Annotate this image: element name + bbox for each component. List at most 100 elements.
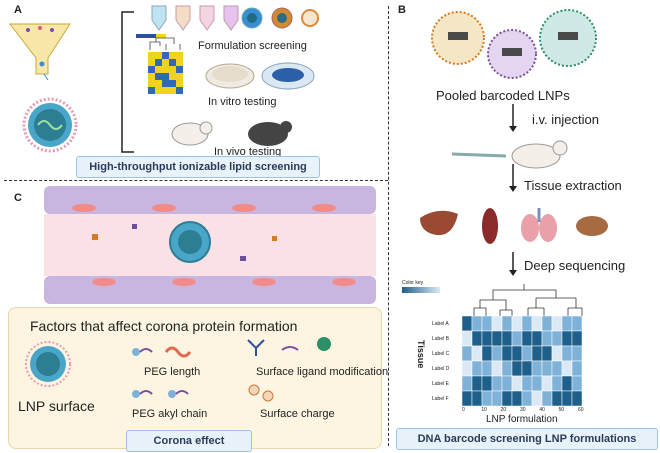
heatmap-cell <box>521 345 533 362</box>
heatmap-cell <box>481 360 493 377</box>
extraction-label: Tissue extraction <box>524 178 622 193</box>
heatmap-cell <box>481 375 493 392</box>
x-tick-label: 10 <box>481 407 487 413</box>
heatmap-cell <box>521 375 533 392</box>
heatmap-cell <box>481 345 493 362</box>
heatmap-cell <box>571 375 583 392</box>
heatmap-cell <box>491 330 503 347</box>
heatmap-cell <box>471 330 483 347</box>
organs-icon <box>420 208 608 244</box>
heatmap-cell <box>541 390 553 407</box>
heatmap-cell <box>531 375 543 392</box>
heatmap-cell <box>491 375 503 392</box>
heatmap-cell <box>551 390 563 407</box>
peg-chain-label: PEG akyl chain <box>132 408 208 420</box>
heatmap-cell <box>491 390 503 407</box>
heatmap-cell <box>571 345 583 362</box>
heatmap-cell <box>531 330 543 347</box>
heatmap-cell <box>531 345 543 362</box>
heatmap-cell <box>561 390 573 407</box>
small-heatmap <box>136 34 183 94</box>
x-tick-label: 40 <box>539 407 545 413</box>
row-label: Label E <box>432 380 449 387</box>
vertical-divider <box>388 6 389 446</box>
row-label: Label C <box>432 350 450 357</box>
heatmap-cell <box>511 360 523 377</box>
color-key-bar <box>402 287 440 293</box>
barcode-heatmap <box>461 315 583 407</box>
petri-dishes-icon <box>205 62 315 90</box>
mice-icon <box>171 121 292 146</box>
heatmap-cell <box>491 360 503 377</box>
heatmap-cell <box>501 375 513 392</box>
heatmap-cell <box>571 315 583 332</box>
heatmap-cell <box>491 345 503 362</box>
panel-c-caption: Corona effect <box>126 430 252 452</box>
heatmap-cell <box>551 315 563 332</box>
x-tick-label: 0 <box>462 407 465 413</box>
panel-b-caption: DNA barcode screening LNP formulations <box>396 428 658 450</box>
heatmap-cell <box>521 330 533 347</box>
peg-chain-icon <box>132 390 189 398</box>
heatmap-cell <box>511 330 523 347</box>
heatmap-cell <box>501 390 513 407</box>
dendrogram <box>473 284 583 316</box>
heatmap-cell <box>461 315 473 332</box>
heatmap-cell <box>501 330 513 347</box>
row-label: Label B <box>432 335 449 342</box>
heatmap-cell <box>561 330 573 347</box>
bracket <box>121 11 134 153</box>
row-label: Label F <box>432 395 449 402</box>
heatmap-cell <box>481 330 493 347</box>
arrow-2 <box>509 164 517 192</box>
panel-b-letter: B <box>398 4 406 16</box>
heatmap-cell <box>571 360 583 377</box>
heatmap-cell <box>511 345 523 362</box>
heatmap-ylabel: Tissue <box>416 340 426 369</box>
surface-charge-label: Surface charge <box>260 408 335 420</box>
heatmap-cell <box>521 360 533 377</box>
pooled-lnps-label: Pooled barcoded LNPs <box>436 88 570 103</box>
arrow-3 <box>509 252 517 276</box>
funnel-icon <box>8 23 71 81</box>
x-tick-label: 50 <box>558 407 565 413</box>
heatmap-cell <box>541 345 553 362</box>
heatmap-cell <box>541 375 553 392</box>
heatmap-cell <box>471 360 483 377</box>
heatmap-cell <box>561 375 573 392</box>
panel-a-caption: High-throughput ionizable lipid screenin… <box>76 156 320 178</box>
factors-title: Factors that affect corona protein forma… <box>30 318 298 334</box>
ligand-icon <box>247 337 331 356</box>
heatmap-cell <box>461 330 473 347</box>
factors-box <box>8 307 382 449</box>
arrow-1 <box>509 104 517 132</box>
heatmap-cell <box>461 345 473 362</box>
panel-c-letter: C <box>14 192 22 204</box>
pooled-lnps-icon <box>431 9 597 79</box>
lnp-particle-icon <box>22 97 78 153</box>
in-vivo-label: In vivo testing <box>214 146 282 158</box>
color-key-label: Color key <box>402 280 424 286</box>
heatmap-cell <box>461 390 473 407</box>
injection-label: i.v. injection <box>532 112 599 127</box>
heatmap-cell <box>531 390 543 407</box>
peg-length-icon <box>132 346 192 358</box>
heatmap-cell <box>531 360 543 377</box>
heatmap-cell <box>531 315 543 332</box>
heatmap-cell <box>511 390 523 407</box>
row-labels: Label A Label B Label C Label D Label E Label… <box>432 316 460 406</box>
heatmap-cell <box>521 315 533 332</box>
row-label: Label A <box>432 320 449 327</box>
x-tick-label: 20 <box>500 407 507 413</box>
heatmap-cell <box>511 315 523 332</box>
peg-length-label: PEG length <box>144 366 201 378</box>
heatmap-cell <box>561 315 573 332</box>
tubes-icon <box>151 5 239 31</box>
formulation-screening-label: Formulation screening <box>198 40 307 52</box>
heatmap-xlabel: LNP formulation <box>486 414 558 425</box>
heatmap-cell <box>551 345 563 362</box>
row-label: Label D <box>432 365 450 372</box>
heatmap-cell <box>561 360 573 377</box>
heatmap-cell <box>481 390 493 407</box>
heatmap-cell <box>481 315 493 332</box>
